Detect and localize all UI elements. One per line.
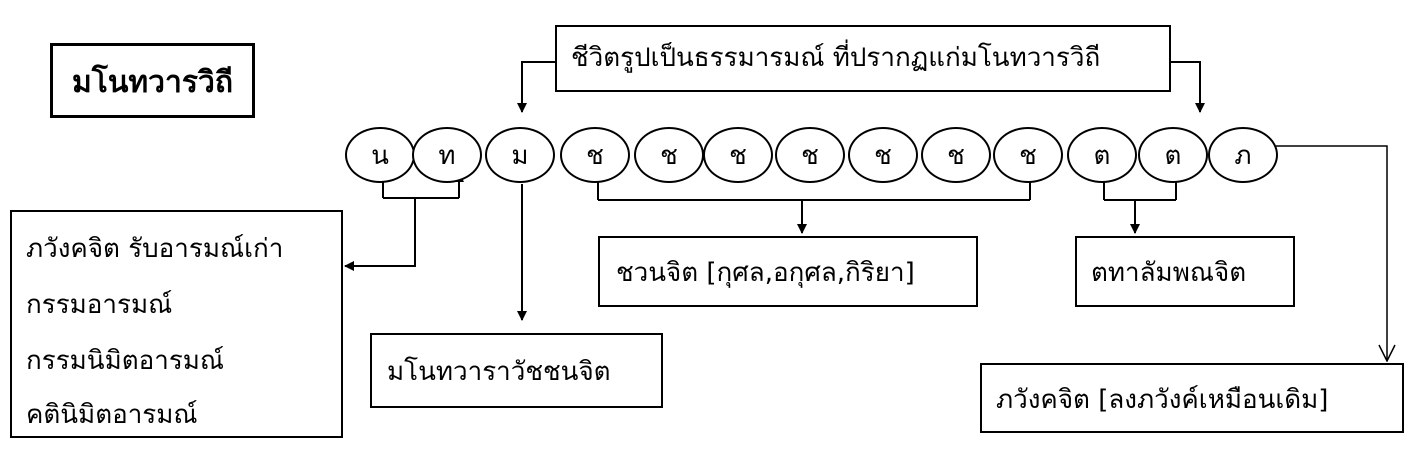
bhavanga-return-box: ภวังคจิต [ลงภวังค์เหมือนเดิม] [980, 363, 1404, 433]
top-note-box: ชีวิตรูปเป็นธรรมารมณ์ ที่ปรากฏแก่มโนทวาร… [555, 25, 1171, 92]
tadalambana-box: ตทาลัมพณจิต [1075, 236, 1295, 307]
circle-bhavanga: ภ [1208, 127, 1278, 183]
circle-javana-5: ช [848, 127, 918, 183]
manodvaravajjana-text: มโนทวาราวัชชนจิต [387, 357, 611, 387]
manodvaravajjana-box: มโนทวาราวัชชนจิต [370, 333, 663, 408]
circle-javana-7: ช [993, 127, 1063, 183]
bhavanga-old-object-box: ภวังคจิต รับอารมณ์เก่า กรรมอารมณ์ กรรมนิ… [10, 210, 343, 438]
page-title: มโนทวารวิถี [72, 65, 233, 100]
circle-javana-1: ช [560, 127, 630, 183]
circle-mano: ม [485, 127, 555, 183]
left-box-line-1: ภวังคจิต รับอารมณ์เก่า [26, 234, 284, 264]
title-box: มโนทวารวิถี [50, 43, 255, 118]
left-box-line-4: คตินิมิตอารมณ์ [26, 400, 198, 430]
tadalambana-text: ตทาลัมพณจิต [1091, 258, 1247, 288]
circle-javana-3: ช [703, 127, 773, 183]
circle-javana-2: ช [634, 127, 704, 183]
javana-box: ชวนจิต [กุศล,อกุศล,กิริยา] [598, 236, 978, 307]
circle-tadalambana-1: ต [1067, 127, 1137, 183]
arrow-note-to-tadalambana [1170, 61, 1205, 113]
circle-javana-4: ช [775, 127, 845, 183]
circle-tha: ท [412, 127, 482, 183]
arrow-bhava-to-bhavanga [1276, 145, 1387, 361]
circle-tadalambana-2: ต [1138, 127, 1208, 183]
left-box-line-3: กรรมนิมิตอารมณ์ [26, 346, 225, 376]
left-box-line-2: กรรมอารมณ์ [26, 290, 173, 320]
circle-na: น [345, 127, 415, 183]
javana-text: ชวนจิต [กุศล,อกุศล,กิริยา] [616, 258, 915, 288]
arrow-note-to-mano [517, 61, 555, 113]
top-note-text: ชีวิตรูปเป็นธรรมารมณ์ ที่ปรากฏแก่มโนทวาร… [571, 43, 1101, 73]
circle-javana-6: ช [921, 127, 991, 183]
bhavanga-return-text: ภวังคจิต [ลงภวังค์เหมือนเดิม] [996, 385, 1329, 415]
